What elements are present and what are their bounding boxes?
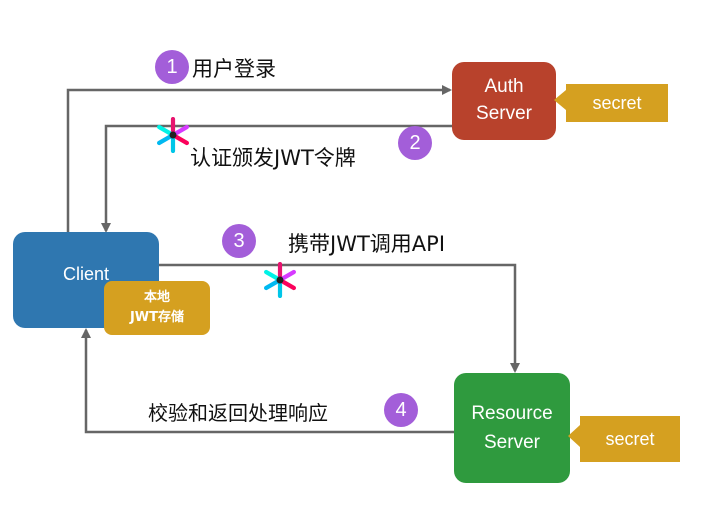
step-4-badge: 4 — [384, 393, 418, 427]
step-3-label: 携带JWT调用API — [288, 232, 446, 256]
step-1-badge: 1 — [155, 50, 189, 84]
jwt-logo-icon — [157, 117, 189, 153]
local-jwt-storage-node: 本地 JWT存储 — [104, 281, 210, 335]
resource-server-node: Resource Server — [454, 373, 570, 483]
arrow-call-api — [158, 263, 520, 373]
resource-server-label: Resource Server — [471, 402, 553, 453]
arrow-response — [81, 328, 454, 434]
auth-server-node: Auth Server — [452, 62, 556, 140]
auth-server-label: Auth Server — [476, 76, 532, 124]
auth-secret-label: secret — [592, 92, 642, 113]
local-jwt-storage-label: 本地 JWT存储 — [129, 289, 185, 325]
step-2-badge: 2 — [398, 126, 432, 160]
auth-secret-tag — [554, 84, 668, 122]
step-3-badge: 3 — [222, 224, 256, 258]
step-4-label: 校验和返回处理响应 — [148, 401, 328, 425]
client-label: Client — [62, 264, 110, 284]
step-1-label: 用户登录 — [192, 57, 276, 81]
resource-secret-label: secret — [605, 428, 655, 449]
step-2-label: 认证颁发JWT令牌 — [190, 146, 356, 170]
resource-secret-tag — [568, 416, 680, 462]
arrow-login — [66, 85, 452, 232]
jwt-logo-icon — [264, 262, 296, 298]
arrow-issue-token — [101, 124, 452, 233]
